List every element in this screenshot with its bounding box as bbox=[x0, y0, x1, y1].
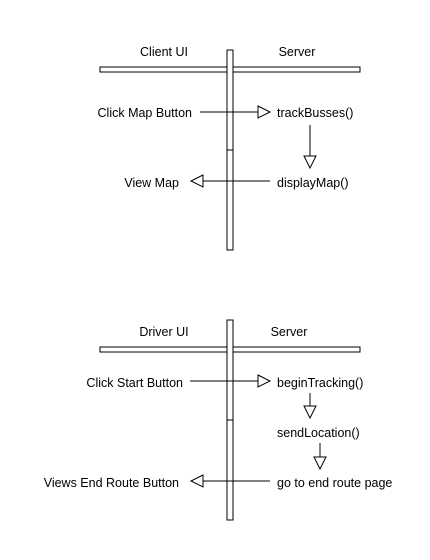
arrowhead-down-icon bbox=[313, 456, 327, 471]
server-header: Server bbox=[271, 325, 308, 339]
arrowhead-left-icon bbox=[189, 174, 204, 188]
click-map-button-step: Click Map Button bbox=[98, 106, 193, 120]
track-busses-step: trackBusses() bbox=[277, 106, 353, 120]
arrowhead-down-icon bbox=[303, 405, 317, 420]
lifeline-bar-lower bbox=[226, 149, 234, 251]
lifeline-bar-lower bbox=[226, 419, 234, 521]
driver-server-sequence: Driver UI Server Click Start Button begi… bbox=[44, 319, 392, 521]
views-end-route-button-step: Views End Route Button bbox=[44, 476, 179, 490]
driver-ui-header: Driver UI bbox=[139, 325, 188, 339]
server-header: Server bbox=[279, 45, 316, 59]
client-ui-header: Client UI bbox=[140, 45, 188, 59]
client-server-sequence: Client UI Server Click Map Button trackB… bbox=[98, 45, 361, 251]
begin-tracking-step: beginTracking() bbox=[277, 376, 363, 390]
display-map-step: displayMap() bbox=[277, 176, 349, 190]
view-map-step: View Map bbox=[124, 176, 179, 190]
arrowhead-down-icon bbox=[303, 155, 317, 170]
lifeline-bar-upper bbox=[226, 49, 234, 151]
arrowhead-left-icon bbox=[189, 474, 204, 488]
arrowhead-right-icon bbox=[257, 374, 272, 388]
send-location-step: sendLocation() bbox=[277, 426, 360, 440]
click-start-button-step: Click Start Button bbox=[86, 376, 183, 390]
arrowhead-right-icon bbox=[257, 105, 272, 119]
go-to-end-route-step: go to end route page bbox=[277, 476, 392, 490]
lifeline-bar-upper bbox=[226, 319, 234, 421]
